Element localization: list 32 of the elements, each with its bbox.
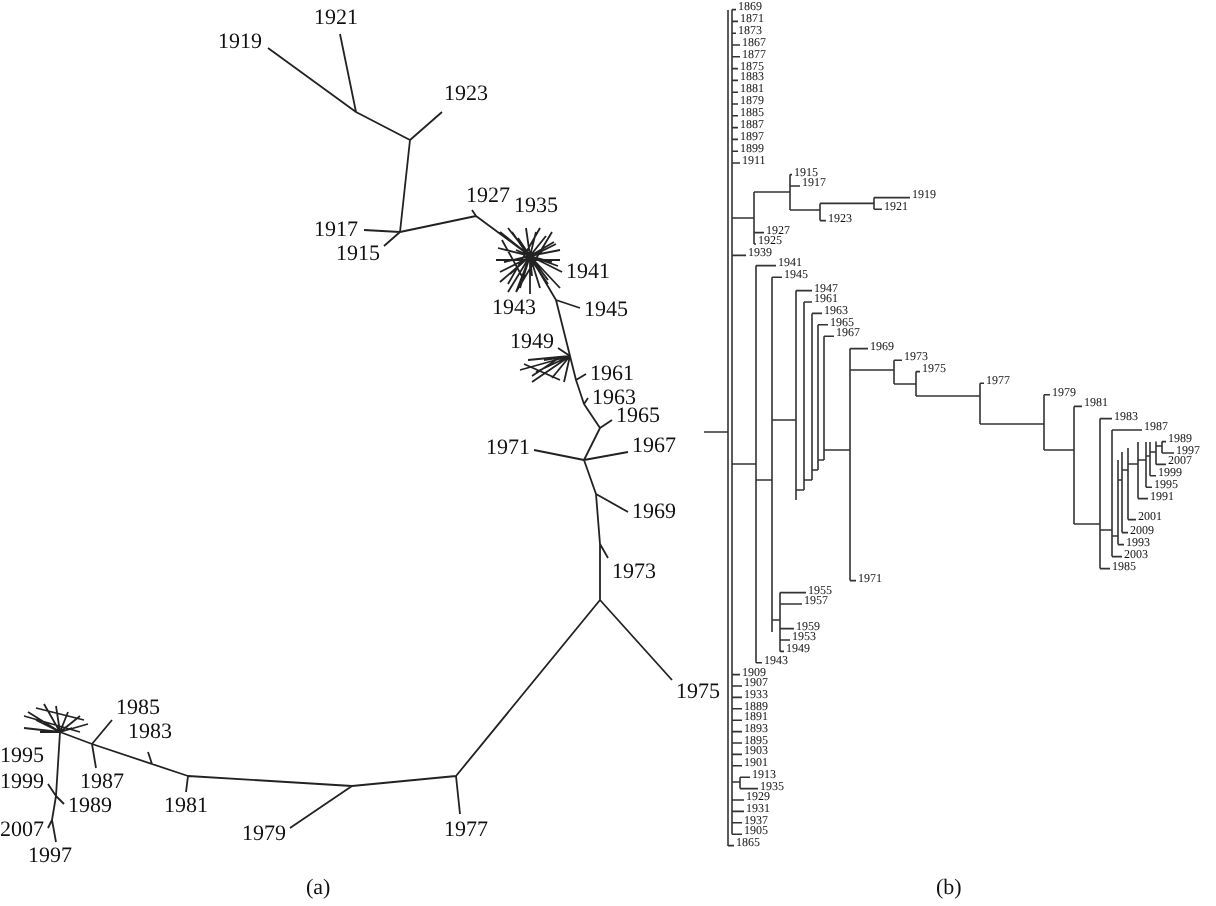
year-label: 1977 <box>444 820 488 842</box>
year-label: 1969 <box>632 502 676 524</box>
year-label: 1983 <box>128 722 172 744</box>
year-label: 1963 <box>592 388 636 410</box>
year-label: 1943 <box>492 298 536 320</box>
year-label: 1927 <box>466 186 510 208</box>
year-label: 1975 <box>676 682 720 704</box>
year-label: 1995 <box>0 746 44 768</box>
year-label: 1915 <box>336 244 380 266</box>
year-label: 1935 <box>514 196 558 218</box>
year-label: 1985 <box>116 698 160 720</box>
year-label: 1997 <box>28 846 72 868</box>
year-label: 1987 <box>80 772 124 794</box>
year-label: 1949 <box>510 332 554 354</box>
year-label: 1971 <box>486 438 530 460</box>
year-label: 1919 <box>218 32 262 54</box>
year-label: 1917 <box>314 220 358 242</box>
panel-label: (b) <box>936 876 962 900</box>
year-label: 1961 <box>590 364 634 386</box>
year-label: 1921 <box>314 8 358 30</box>
year-label: 1989 <box>68 796 112 818</box>
year-label: 1945 <box>584 300 628 322</box>
year-label: 1999 <box>0 772 44 794</box>
year-label: 1941 <box>566 262 610 284</box>
year-label: 1923 <box>444 84 488 106</box>
year-label: 1965 <box>616 406 660 428</box>
year-label: 1979 <box>242 824 286 846</box>
year-label: 1967 <box>632 436 676 458</box>
panel-label: (a) <box>306 876 331 900</box>
year-label: 1981 <box>164 796 208 818</box>
year-label: 1973 <box>612 562 656 584</box>
year-label: 2007 <box>0 820 44 842</box>
